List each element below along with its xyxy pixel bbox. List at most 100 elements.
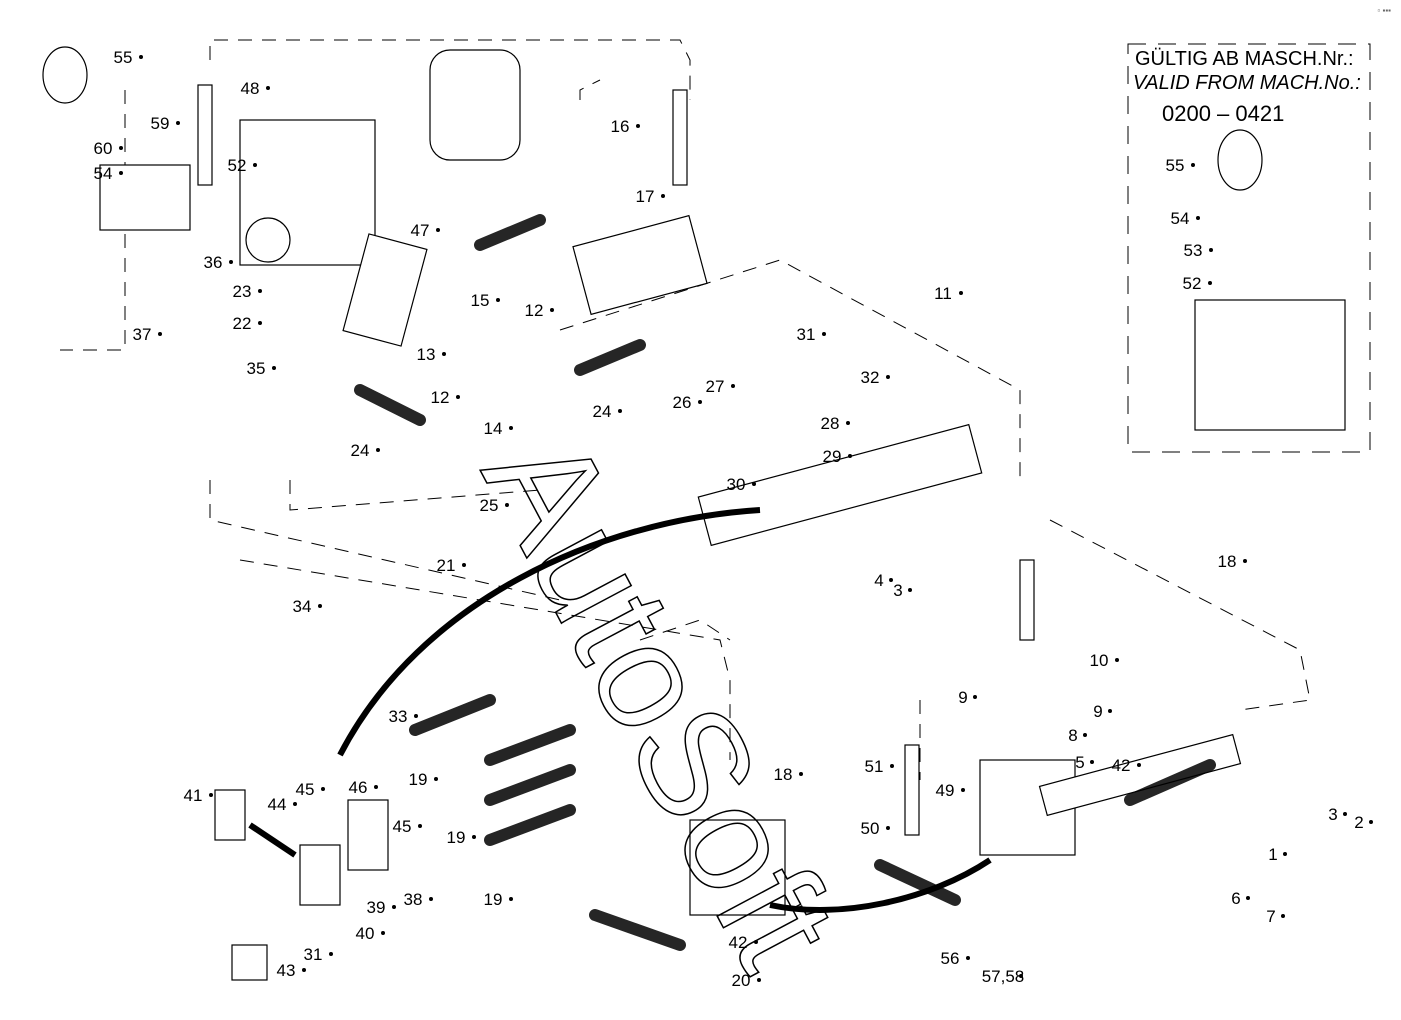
callout-dot: [757, 978, 761, 982]
callout-dot: [456, 395, 460, 399]
parts-shapes: [42, 46, 1346, 981]
part-label-3: 3: [893, 581, 902, 600]
group-line-16: [209, 39, 691, 100]
pump-inset: [1194, 299, 1346, 431]
callout-dot: [321, 787, 325, 791]
callout-dot: [376, 448, 380, 452]
callout-dot: [176, 121, 180, 125]
part-label-18: 18: [774, 765, 793, 784]
callout-dot: [1090, 760, 1094, 764]
frame-beam: [697, 423, 983, 547]
pump-flange: [245, 217, 291, 263]
part-label-5: 5: [1075, 753, 1084, 772]
part-label-48: 48: [241, 79, 260, 98]
callout-dot: [462, 563, 466, 567]
part-label-18: 18: [1218, 552, 1237, 571]
callout-dot: [374, 785, 378, 789]
part-label-51: 51: [865, 757, 884, 776]
part-label-3: 3: [1328, 805, 1337, 824]
hose-59: [197, 84, 213, 186]
callout-dot: [253, 163, 257, 167]
inset-part-label-52: 52: [1183, 274, 1202, 293]
callout-dot: [799, 772, 803, 776]
part-label-24: 24: [593, 402, 612, 421]
hose: [589, 909, 686, 951]
callout-dot: [392, 905, 396, 909]
callout-dot: [472, 835, 476, 839]
valid-from-english: VALID FROM MACH.No.:: [1133, 72, 1361, 94]
callout-dot: [1343, 812, 1347, 816]
part-label-55: 55: [114, 48, 133, 67]
group-line-11: [559, 259, 1021, 480]
part-label-60: 60: [94, 139, 113, 158]
callout-dot: [119, 146, 123, 150]
part-label-27: 27: [706, 377, 725, 396]
hose: [409, 694, 496, 736]
hose-10: [1019, 559, 1035, 641]
callout-dot: [1137, 763, 1141, 767]
callout-dot: [414, 714, 418, 718]
plate-47: [342, 233, 428, 347]
hose: [354, 384, 426, 426]
control-box: [429, 49, 521, 161]
valid-box-frame: [1127, 43, 1371, 453]
corner-marker: ▫ ▪▪▪: [1377, 6, 1391, 15]
callout-dot: [509, 897, 513, 901]
part-label-49: 49: [936, 781, 955, 800]
part-label-34: 34: [293, 597, 312, 616]
callout-dot: [848, 454, 852, 458]
part-label-4: 4: [874, 571, 883, 590]
callout-dot: [1191, 163, 1195, 167]
part-label-54: 54: [94, 164, 113, 183]
part-label-42: 42: [729, 933, 748, 952]
callout-dot: [959, 291, 963, 295]
part-label-45: 45: [296, 780, 315, 799]
callout-dot: [442, 352, 446, 356]
callout-dot: [505, 503, 509, 507]
manifold-16: [572, 214, 708, 316]
hose: [484, 764, 576, 806]
part-label-16: 16: [611, 117, 630, 136]
hose: [484, 804, 576, 846]
callout-dot: [158, 332, 162, 336]
callout-dot: [966, 956, 970, 960]
part-label-39: 39: [367, 898, 386, 917]
part-label-14: 14: [484, 419, 503, 438]
hose-51: [904, 744, 920, 836]
callout-dot: [752, 482, 756, 486]
connection-arrow-solenoid: [248, 822, 297, 858]
part-label-21: 21: [437, 556, 456, 575]
accumulator-inset-55: [1217, 129, 1263, 191]
callout-dot: [908, 588, 912, 592]
inset-part-label-53: 53: [1184, 241, 1203, 260]
part-label-29: 29: [823, 447, 842, 466]
callout-dot: [661, 194, 665, 198]
callout-dot: [846, 421, 850, 425]
callout-dot: [139, 55, 143, 59]
part-label-19: 19: [484, 890, 503, 909]
callout-dot: [1281, 914, 1285, 918]
part-label-45: 45: [393, 817, 412, 836]
group-line-21: [60, 90, 561, 601]
part-label-26: 26: [673, 393, 692, 412]
part-label-28: 28: [821, 414, 840, 433]
hose: [1124, 759, 1216, 806]
part-label-1: 1: [1268, 845, 1277, 864]
callout-dot: [636, 124, 640, 128]
callout-dot: [886, 826, 890, 830]
part-label-15: 15: [471, 291, 490, 310]
part-label-8: 8: [1068, 726, 1077, 745]
part-label-10: 10: [1090, 651, 1109, 670]
callout-dot: [429, 897, 433, 901]
callout-dot: [1243, 559, 1247, 563]
callout-dot: [1208, 281, 1212, 285]
part-label-19: 19: [447, 828, 466, 847]
inset-part-label-55: 55: [1166, 156, 1185, 175]
part-label-38: 38: [404, 890, 423, 909]
callout-dot: [550, 308, 554, 312]
hose-17: [672, 89, 688, 186]
part-label-17: 17: [636, 187, 655, 206]
callout-dot: [1196, 216, 1200, 220]
connector-43: [231, 944, 268, 981]
